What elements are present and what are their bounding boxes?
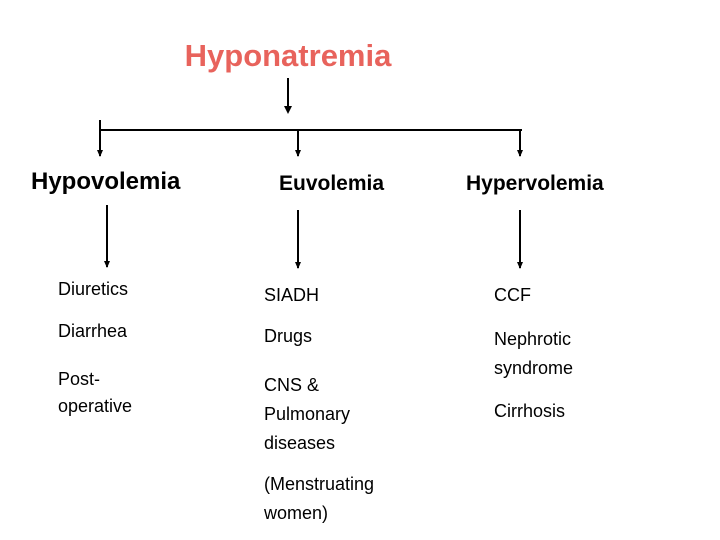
cause-item: Nephrotic syndrome — [494, 329, 574, 378]
cause-item: SIADH — [264, 285, 320, 305]
branch-drop-line-hypervolemia — [519, 130, 521, 156]
branch-drop-arrowhead-hypervolemia — [517, 150, 523, 157]
cause-connector-line-euvolemia — [297, 210, 299, 268]
cause-connector-arrowhead-hypovolemia — [104, 261, 110, 268]
branch-drop-line-euvolemia — [297, 130, 299, 156]
branch-drop-arrowhead-euvolemia — [295, 150, 301, 157]
cause-connector-arrowhead-hypervolemia — [517, 262, 523, 269]
cause-item: Drugs — [264, 326, 313, 346]
cause-item: Diuretics — [58, 279, 129, 299]
branch-heading-euvolemia: Euvolemia — [279, 172, 385, 195]
cause-item: CCF — [494, 285, 531, 305]
diagram-title: Hyponatremia — [184, 38, 392, 73]
cause-item: Post- operative — [58, 369, 133, 416]
cause-item: (Menstruating women) — [264, 474, 375, 523]
branch-distribution-bar — [100, 129, 522, 131]
cause-item: Cirrhosis — [494, 401, 566, 421]
branch-heading-hypervolemia: Hypervolemia — [466, 172, 604, 195]
cause-item: Diarrhea — [58, 321, 128, 341]
cause-connector-line-hypovolemia — [106, 205, 108, 267]
branch-heading-hypovolemia: Hypovolemia — [31, 168, 181, 195]
title-connector-line — [287, 78, 289, 108]
title-connector-arrowhead — [284, 106, 292, 114]
branch-drop-line-hypovolemia — [99, 120, 101, 156]
cause-connector-line-hypervolemia — [519, 210, 521, 268]
cause-connector-arrowhead-euvolemia — [295, 262, 301, 269]
cause-item: CNS & Pulmonary diseases — [264, 375, 351, 453]
branch-drop-arrowhead-hypovolemia — [97, 150, 103, 157]
